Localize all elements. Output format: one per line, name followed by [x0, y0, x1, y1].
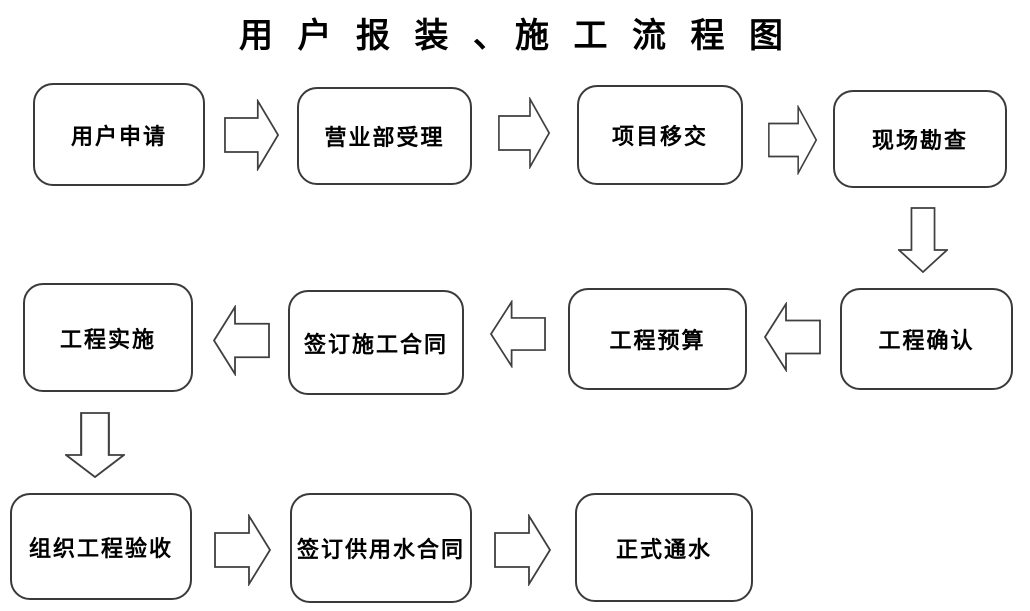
block-arrow-right-icon	[498, 97, 551, 169]
flow-node-project-confirmation: 工程确认	[840, 288, 1013, 390]
flow-node-label: 项目移交	[611, 124, 708, 149]
flow-node-label: 签订施工合同	[303, 331, 448, 357]
block-arrow-left-icon	[763, 302, 821, 372]
block-arrow-left-icon	[489, 300, 546, 368]
block-arrow-right-icon	[768, 105, 818, 175]
page-title: 用 户 报 装 、施 工 流 程 图	[239, 18, 791, 55]
flow-node-label: 现场勘查	[871, 128, 968, 153]
flow-node-label: 签订供用水合同	[296, 537, 465, 562]
flow-node-water-supply-contract: 签订供用水合同	[290, 493, 472, 603]
flow-node-project-implementation: 工程实施	[23, 283, 193, 392]
flow-node-acceptance-inspection: 组织工程验收	[10, 493, 192, 600]
flow-node-label: 工程预算	[609, 328, 706, 353]
flow-node-label: 营业部受理	[324, 125, 445, 150]
flow-node-label: 工程实施	[59, 326, 156, 352]
flow-node-user-application: 用户申请	[33, 83, 205, 186]
flow-node-project-transfer: 项目移交	[577, 85, 743, 185]
block-arrow-right-icon	[494, 514, 552, 586]
flow-node-site-survey: 现场勘查	[833, 90, 1007, 188]
flow-node-business-acceptance: 营业部受理	[297, 87, 472, 185]
flow-node-label: 组织工程验收	[28, 535, 173, 561]
flow-node-construction-contract: 签订施工合同	[288, 290, 464, 395]
block-arrow-down-icon	[65, 412, 125, 478]
flow-node-project-budget: 工程预算	[568, 288, 747, 390]
block-arrow-right-icon	[224, 99, 280, 171]
block-arrow-right-icon	[214, 514, 272, 586]
flow-node-official-water-supply: 正式通水	[575, 493, 753, 602]
flow-node-label: 用户申请	[70, 123, 167, 149]
block-arrow-left-icon	[212, 305, 270, 376]
block-arrow-down-icon	[898, 207, 948, 273]
flow-node-label: 工程确认	[878, 328, 975, 353]
flow-node-label: 正式通水	[615, 536, 712, 562]
